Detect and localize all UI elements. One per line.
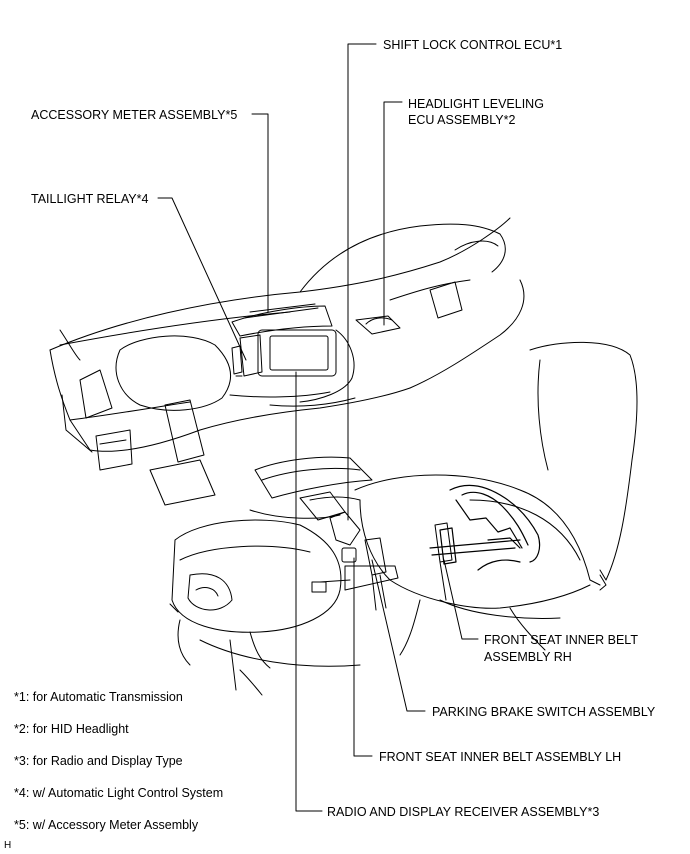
leader-seat-rh — [443, 559, 479, 640]
leader-taillight — [157, 197, 247, 361]
footnote-4: *4: w/ Automatic Light Control System — [14, 786, 224, 800]
footnote-2: *2: for HID Headlight — [14, 722, 129, 736]
cabin-outline — [49, 217, 511, 351]
footnote-5: *5: w/ Accessory Meter Assembly — [14, 818, 199, 832]
corner-mark: H — [4, 840, 12, 851]
label-parking-brake-switch: PARKING BRAKE SWITCH ASSEMBLY — [432, 705, 656, 719]
passenger-dash — [355, 279, 525, 389]
label-radio-display-receiver: RADIO AND DISPLAY RECEIVER ASSEMBLY*3 — [327, 805, 600, 819]
passenger-belt-buckle — [434, 522, 453, 601]
label-headlight-leveling-line2: ECU ASSEMBLY*2 — [408, 113, 516, 127]
driver-seat — [169, 519, 342, 669]
leader-shift-lock — [347, 43, 377, 521]
label-accessory-meter-assembly: ACCESSORY METER ASSEMBLY*5 — [31, 108, 238, 122]
label-taillight-relay: TAILLIGHT RELAY*4 — [31, 192, 149, 206]
label-headlight-leveling-line1: HEADLIGHT LEVELING — [408, 97, 544, 111]
footnote-1: *1: for Automatic Transmission — [14, 690, 183, 704]
label-front-seat-belt-lh: FRONT SEAT INNER BELT ASSEMBLY LH — [379, 750, 622, 764]
passenger-seat — [354, 341, 638, 656]
label-front-seat-belt-rh-line2: ASSEMBLY RH — [484, 650, 572, 664]
seat-mat-wiring — [429, 484, 541, 571]
leader-accessory-meter — [251, 113, 269, 313]
leader-radio — [295, 371, 323, 812]
center-stack — [229, 303, 356, 407]
floor-outline — [199, 639, 361, 696]
label-front-seat-belt-rh-line1: FRONT SEAT INNER BELT — [484, 633, 638, 647]
leader-seat-lh — [353, 557, 373, 757]
leader-headlight — [383, 101, 403, 326]
label-shift-lock-control-ecu: SHIFT LOCK CONTROL ECU*1 — [383, 38, 563, 52]
center-console — [249, 456, 373, 563]
leader-lines — [157, 43, 479, 812]
leader-parking-brake — [371, 559, 426, 712]
dashboard — [49, 329, 411, 506]
footnote-3: *3: for Radio and Display Type — [14, 754, 183, 768]
